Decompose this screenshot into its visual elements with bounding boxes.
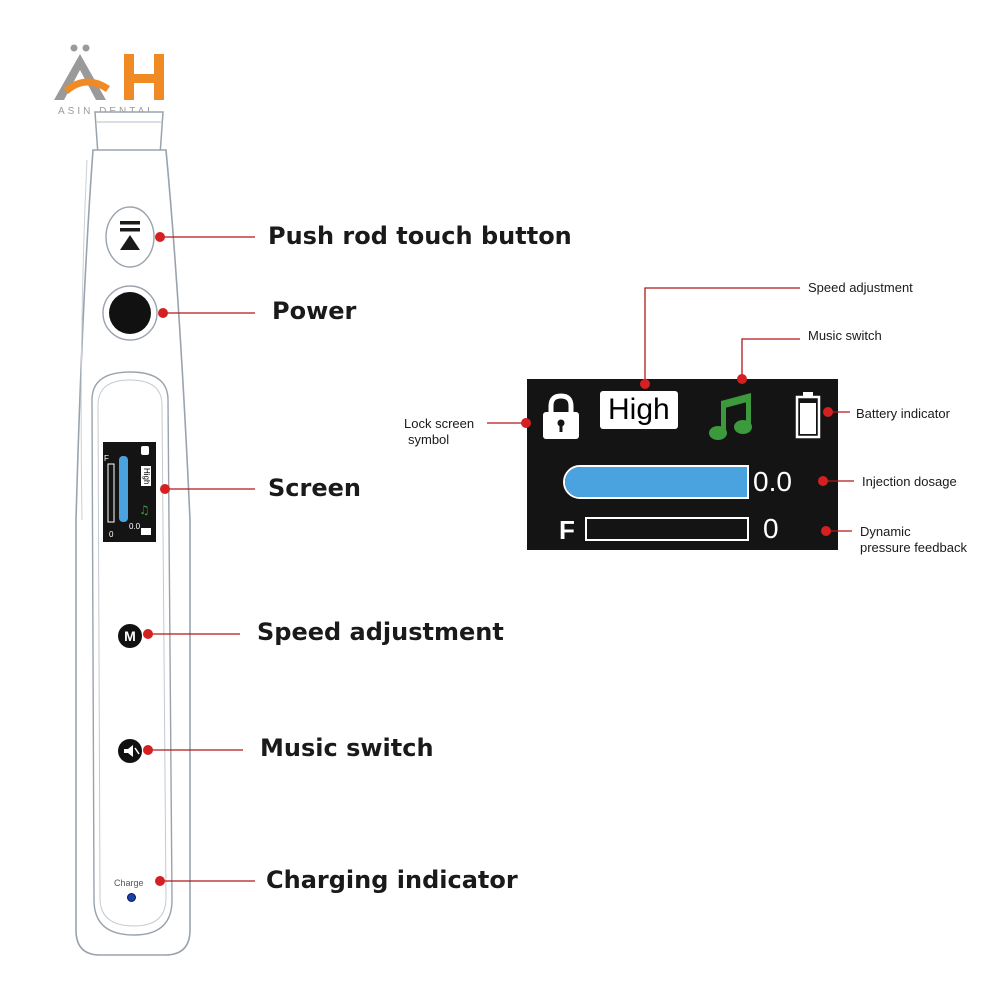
speed-value: High [600,391,678,429]
music-callout-dot [143,745,153,755]
speed-callout-dot [143,629,153,639]
force-label: F [559,515,575,545]
dosage-value: 0.0 [753,466,792,497]
mini-dosage-value: 0.0 [129,522,141,531]
lock-panel-dot [521,418,531,428]
push-rod-label: Push rod touch button [268,222,572,250]
power-button[interactable] [109,292,151,334]
power-callout-dot [158,308,168,318]
mini-force-label: F [104,454,109,463]
speaker-mute-icon [124,745,140,757]
panel-pressure-label-1: Dynamic [860,524,911,539]
battery-panel-dot [823,407,833,417]
speed-button[interactable]: M [118,624,142,648]
push-rod-callout-dot [155,232,165,242]
pressure-value: 0 [763,513,779,544]
panel-lock-label-1: Lock screen [404,416,475,431]
logo-mark-icon [54,44,164,100]
speed-panel-dot [640,379,650,389]
power-label: Power [272,297,357,325]
charging-indicator-label: Charging indicator [266,866,518,894]
screen-label: Screen [268,474,361,502]
screen-callout-dot [160,484,170,494]
mini-pressure-value: 0 [109,530,114,539]
svg-text:♫: ♫ [139,503,150,517]
charge-label: Charge [114,878,144,888]
lock-icon [543,393,579,439]
m-icon: M [124,628,136,644]
music-switch-label: Music switch [260,734,434,762]
charging-indicator-led [127,893,136,902]
panel-lock-label-2: symbol [408,432,450,447]
panel-pressure-label-2: pressure feedback [860,540,967,555]
pressure-bar-track [585,517,749,541]
charging-callout-dot [155,876,165,886]
panel-dosage-label: Injection dosage [862,474,957,489]
device-mini-screen: ♫ F 0.0 0 High [103,442,156,542]
dosage-bar-track [563,465,749,499]
panel-speed-label: Speed adjustment [808,280,913,295]
dosage-bar-fill [565,467,747,497]
music-note-icon [709,393,752,440]
dosage-panel-dot [818,476,828,486]
mini-screen-graphics: ♫ [107,446,151,535]
music-switch-button[interactable] [118,739,142,763]
eject-icon [120,221,140,250]
music-panel-dot [737,374,747,384]
push-rod-button[interactable] [108,210,152,264]
screen-panel: High 0.0 F 0 [527,379,838,550]
panel-battery-label: Battery indicator [856,406,950,421]
pressure-panel-dot [821,526,831,536]
speed-adjustment-label: Speed adjustment [257,618,504,646]
panel-music-label: Music switch [808,328,882,343]
battery-icon [795,392,821,439]
